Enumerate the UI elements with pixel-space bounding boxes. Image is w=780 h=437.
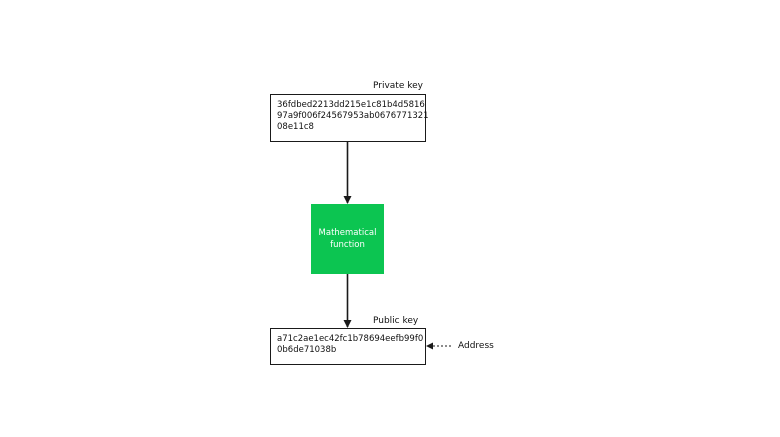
function-line-2: function [330, 240, 365, 250]
public-key-line-2: 0b6de71038b [277, 345, 337, 355]
public-key-box: a71c2ae1ec42fc1b78694eefb99f0 0b6de71038… [270, 328, 426, 365]
address-label: Address [458, 341, 494, 351]
function-line-1: Mathematical [318, 228, 377, 238]
mathematical-function-box: Mathematical function [311, 204, 384, 274]
private-key-box: 36fdbed2213dd215e1c81b4d5816 97a9f006f24… [270, 94, 429, 142]
private-key-line-3: 08e11c8 [277, 122, 314, 132]
private-key-label: Private key [373, 81, 423, 91]
public-key-line-1: a71c2ae1ec42fc1b78694eefb99f0 [277, 334, 424, 344]
public-key-label: Public key [373, 316, 419, 326]
private-key-line-1: 36fdbed2213dd215e1c81b4d5816 [277, 100, 425, 110]
private-key-line-2: 97a9f006f24567953ab0676771321 [277, 111, 429, 121]
